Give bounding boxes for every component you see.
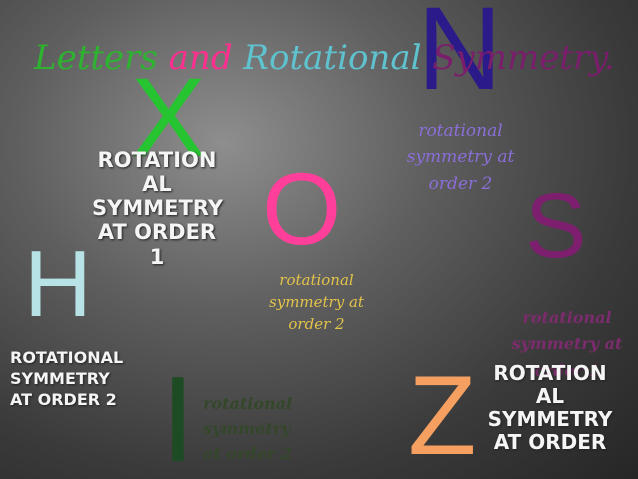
caption-i-line: rotational — [203, 394, 293, 413]
caption-x-line: AT ORDER — [97, 220, 217, 245]
caption-s-line: order 1 — [534, 360, 600, 380]
caption-o-line: order 2 — [288, 314, 345, 333]
caption-z-line: ROTATION — [493, 361, 607, 385]
caption-z-line: AT ORDER — [493, 430, 607, 454]
caption-n: rotational symmetry at order 2 — [398, 118, 523, 197]
caption-h-line: AT ORDER 2 — [10, 389, 117, 409]
caption-z: ROTATION AL SYMMETRY AT ORDER — [485, 362, 615, 454]
caption-i-line: symmetry — [203, 418, 291, 438]
caption-o: rotational symmetry at order 2 — [259, 270, 374, 335]
caption-x-line: ROTATION — [97, 148, 217, 172]
caption-x-line: SYMMETRY — [92, 196, 224, 221]
caption-n-line: rotational — [418, 121, 503, 141]
caption-n-line: order 2 — [428, 173, 493, 194]
caption-i: rotational symmetry at order 2 — [203, 392, 328, 466]
caption-i-line: at order 2 — [203, 443, 292, 463]
letter-o: O — [262, 152, 342, 266]
caption-h: ROTATIONAL SYMMETRY AT ORDER 2 — [10, 348, 135, 410]
letter-n: N — [417, 0, 503, 115]
caption-o-line: rotational — [279, 271, 354, 289]
title-part-rotational: Rotational — [243, 38, 433, 78]
slide-title: Letters and Rotational Symmetry. — [34, 38, 615, 78]
title-part-and: and — [168, 38, 244, 78]
letter-i: I — [161, 351, 195, 479]
caption-z-line: SYMMETRY — [487, 407, 613, 431]
caption-s-line: rotational — [522, 308, 612, 327]
title-part-symmetry: Symmetry. — [432, 38, 615, 78]
caption-o-line: symmetry at — [269, 292, 364, 311]
caption-h-line: SYMMETRY — [10, 368, 110, 388]
caption-s-line: symmetry at — [511, 334, 623, 354]
caption-z-line: AL — [535, 384, 565, 408]
caption-h-line: ROTATIONAL — [10, 348, 124, 367]
letter-x: X — [131, 55, 206, 180]
caption-x-line: AL — [142, 172, 172, 197]
letter-z: Z — [408, 353, 477, 478]
letter-h: H — [24, 231, 92, 336]
caption-n-line: symmetry at — [406, 147, 515, 168]
title-part-letters: Letters — [34, 38, 169, 78]
caption-s: rotational symmetry at order 1 — [502, 305, 632, 384]
caption-x-line: 1 — [149, 244, 165, 269]
caption-x: ROTATION AL SYMMETRY AT ORDER 1 — [92, 148, 224, 269]
letter-s: S — [525, 175, 587, 277]
